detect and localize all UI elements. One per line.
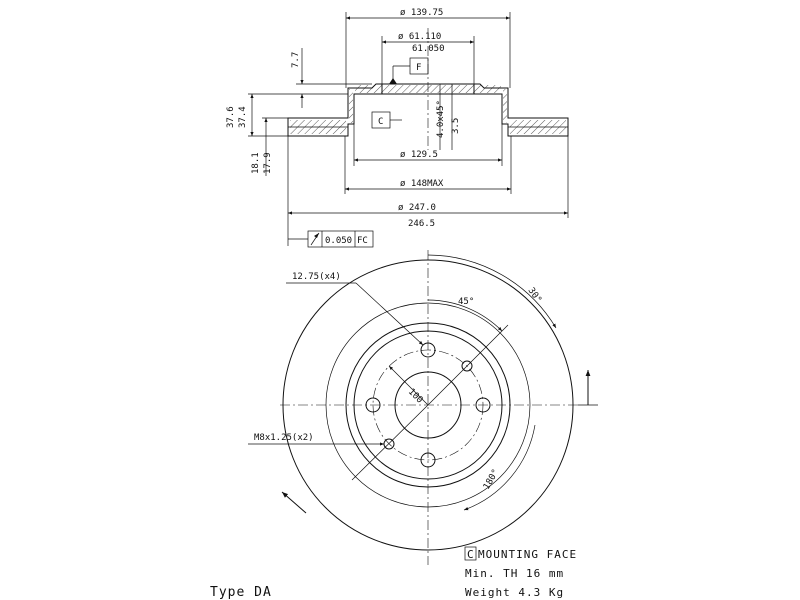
datum-f-box: [409, 57, 429, 75]
runout-value: 0.050: [325, 236, 352, 246]
hat-left-hatch: [349, 89, 353, 123]
dim-disc-max: ø 247.0: [398, 203, 436, 213]
weight-text: Weight 4.3 Kg: [465, 586, 564, 599]
pcd-leader: [388, 365, 429, 406]
hat-outer-circle: [345, 322, 511, 488]
hat-right-hatch: [503, 89, 507, 123]
dim-hub-height: 7.7: [291, 52, 301, 68]
hole-label: 12.75(x4): [292, 272, 341, 282]
mounting-face-box-label: C: [467, 548, 475, 561]
dim-dia-inner: ø 129.5: [400, 150, 438, 160]
mounting-face-box: [464, 546, 477, 561]
dim-total-height-max: 37.6: [226, 106, 236, 128]
thread-hole: [461, 360, 473, 372]
hat-top-hatch: [355, 85, 501, 93]
angle-45-ray: [427, 324, 509, 406]
bolt-hole: [420, 342, 436, 358]
datum-f-triangle: [389, 78, 397, 84]
notes: C MOUNTING FACE Min. TH 16 mm Weight 4.3…: [210, 546, 577, 600]
dim-hub-max: ø 61.110: [398, 32, 441, 42]
angle-180-arc: [463, 424, 536, 511]
type-label: Type DA: [210, 585, 272, 600]
angle-30-arc: [427, 254, 557, 329]
friction-inner-circle: [325, 302, 531, 508]
dim-dia-148: ø 148MAX: [400, 179, 444, 189]
rotation-arrow-left-icon: [281, 491, 307, 514]
bolt-hole: [420, 452, 436, 468]
front-view: 100 12.75(x4) M8x1.25(x2) 45° 30° 180°: [248, 250, 598, 565]
angle-45-label: 45°: [458, 297, 474, 307]
dim-hub-thk: 3.5: [451, 118, 461, 134]
hub-bore: [381, 84, 475, 94]
angle-180-label: 180°: [482, 468, 502, 492]
dim-dia-overall: ø 139.75: [400, 8, 443, 18]
runout-arrow-icon: [314, 233, 319, 238]
dim-lower-height-max: 18.1: [251, 152, 261, 174]
section-view: ø 139.75 ø 61.110 61.050 F 7.7 37.6 37.4…: [226, 8, 569, 248]
bolt-hole: [365, 397, 381, 413]
datum-f-label: F: [416, 63, 421, 73]
disc-outer-circle: [282, 259, 574, 551]
pcd-circle: [372, 349, 484, 461]
runout-frame: [307, 230, 374, 248]
bolt-hole: [475, 397, 491, 413]
runout-ref: FC: [357, 236, 368, 246]
dim-chamfer: 4.0x45°: [436, 100, 446, 138]
angle-45-arc: [427, 299, 503, 332]
thread-label: M8x1.25(x2): [254, 433, 314, 443]
dim-hub-min: 61.050: [412, 44, 445, 54]
min-thickness-text: Min. TH 16 mm: [465, 567, 564, 580]
dim-total-height-min: 37.4: [238, 106, 248, 128]
angle-30-label: 30°: [526, 286, 544, 305]
dim-lower-height-min: 17.9: [263, 152, 273, 174]
hub-bore-circle: [394, 371, 462, 439]
hole-leader: [355, 282, 424, 346]
pcd-label: 100: [406, 387, 425, 406]
dim-disc-min: 246.5: [408, 219, 435, 229]
datum-c-label: C: [378, 117, 383, 127]
mounting-face-text: MOUNTING FACE: [478, 548, 577, 561]
angle-180-ray: [351, 404, 429, 481]
hat-inner-circle: [353, 330, 503, 480]
